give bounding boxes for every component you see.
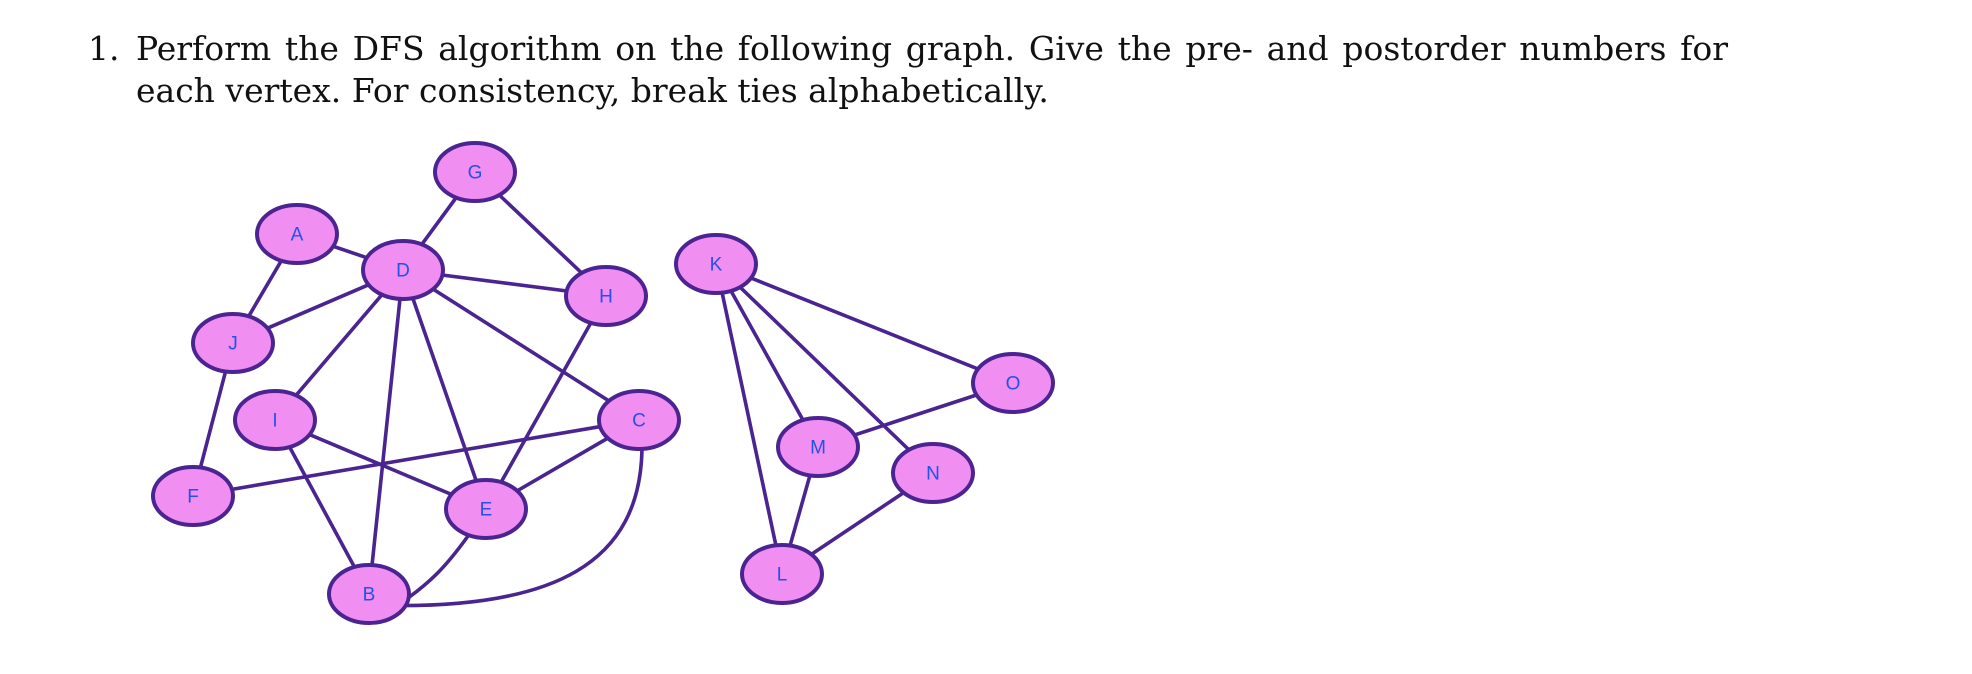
node-d: D xyxy=(361,239,445,301)
edge-k-l xyxy=(714,262,784,576)
edge-f-c xyxy=(191,418,641,498)
node-shape-n xyxy=(891,442,975,504)
node-shape-a xyxy=(255,203,339,265)
node-h: H xyxy=(564,265,648,327)
node-label-g: G xyxy=(468,163,483,184)
graph-nodes: A B C D E F G H I J K L M N O xyxy=(151,141,1055,625)
node-shape-c xyxy=(597,389,681,451)
problem-statement: 1. Perform the DFS algorithm on the foll… xyxy=(88,28,1728,112)
node-shape-e xyxy=(444,478,528,540)
node-e: E xyxy=(444,478,528,540)
node-i: I xyxy=(233,389,317,451)
node-label-d: D xyxy=(396,261,410,282)
edge-d-b xyxy=(367,268,405,596)
edge-k-n xyxy=(714,262,935,475)
node-m: M xyxy=(776,416,860,478)
node-o: O xyxy=(971,352,1055,414)
edge-d-c xyxy=(401,268,641,422)
node-shape-b xyxy=(327,563,411,625)
node-f: F xyxy=(151,465,235,527)
node-shape-g xyxy=(433,141,517,203)
node-j: J xyxy=(191,312,275,374)
edge-h-e xyxy=(484,294,608,511)
node-shape-k xyxy=(674,233,758,295)
node-k: K xyxy=(674,233,758,295)
edge-c-b xyxy=(367,447,644,608)
edge-d-e xyxy=(401,268,488,511)
node-shape-h xyxy=(564,265,648,327)
node-label-o: O xyxy=(1006,374,1021,395)
node-label-c: C xyxy=(632,411,646,432)
node-label-n: N xyxy=(926,464,940,485)
node-shape-f xyxy=(151,465,235,527)
node-label-b: B xyxy=(363,585,376,606)
node-shape-l xyxy=(740,543,824,605)
node-shape-j xyxy=(191,312,275,374)
node-a: A xyxy=(255,203,339,265)
node-label-i: I xyxy=(272,411,277,432)
node-label-j: J xyxy=(228,334,238,355)
node-b: B xyxy=(327,563,411,625)
edge-k-o xyxy=(714,262,1015,385)
node-l: L xyxy=(740,543,824,605)
node-label-f: F xyxy=(187,487,199,508)
node-c: C xyxy=(597,389,681,451)
node-label-m: M xyxy=(810,438,826,459)
node-label-k: K xyxy=(710,255,723,276)
node-g: G xyxy=(433,141,517,203)
node-shape-i xyxy=(233,389,317,451)
node-label-l: L xyxy=(777,565,788,586)
node-shape-d xyxy=(361,239,445,301)
edge-e-b xyxy=(406,534,470,600)
node-label-a: A xyxy=(291,225,304,246)
problem-text: Perform the DFS algorithm on the followi… xyxy=(136,29,1728,110)
node-label-e: E xyxy=(480,500,493,521)
edge-i-b xyxy=(273,418,371,596)
node-label-h: H xyxy=(599,287,613,308)
node-shape-o xyxy=(971,352,1055,414)
edge-k-m xyxy=(714,262,820,449)
problem-number: 1. xyxy=(88,29,120,68)
node-n: N xyxy=(891,442,975,504)
node-shape-m xyxy=(776,416,860,478)
